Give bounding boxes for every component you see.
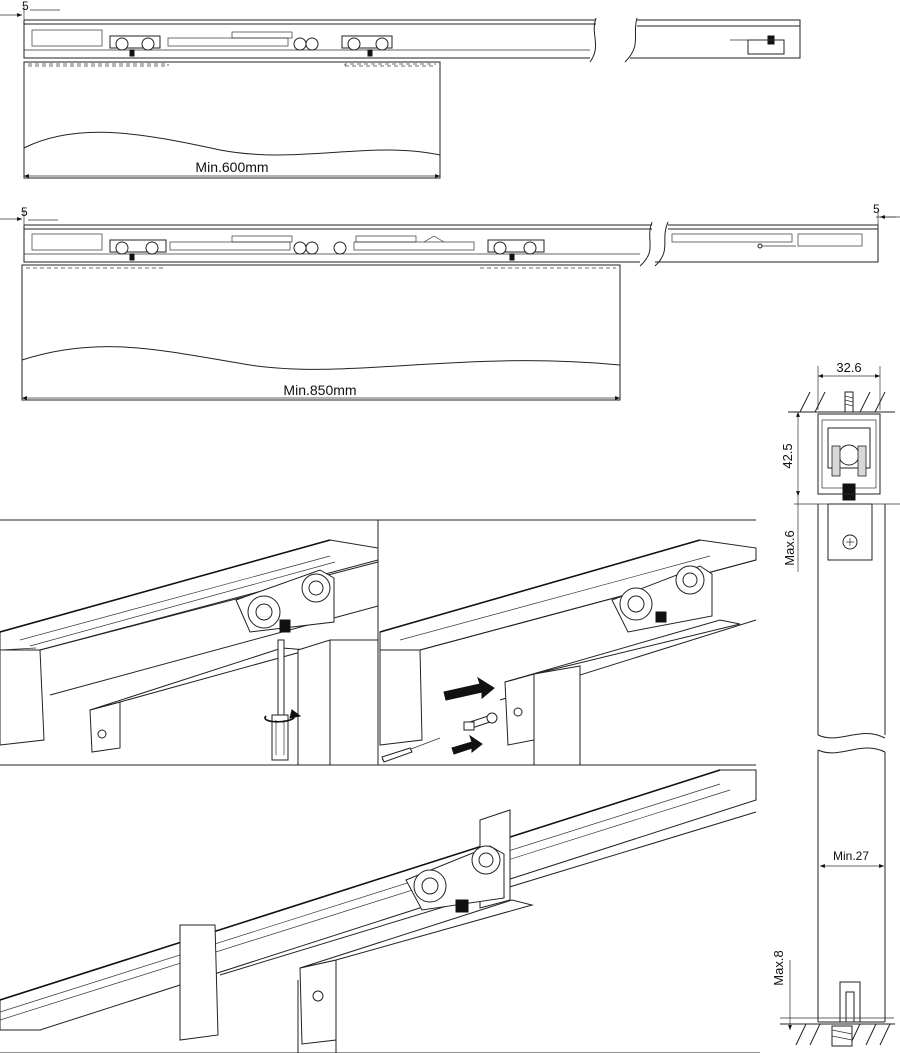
section-height-label: 42.5 <box>780 443 795 468</box>
section-gap-bottom-label: Max.8 <box>771 950 786 985</box>
screw-plug-icon <box>463 721 475 731</box>
middle-diagram: 5 5 <box>0 202 900 401</box>
middle-offset-right-label: 5 <box>873 202 880 216</box>
end-stop <box>747 39 785 55</box>
step-2-mount <box>379 539 757 766</box>
step-1-adjust <box>0 539 379 766</box>
middle-min-width-label: Min.850mm <box>283 382 356 398</box>
rotate-arrow-icon <box>264 709 302 723</box>
middle-offset-left-label: 5 <box>21 205 28 219</box>
section-gap-top-label: Max.6 <box>782 530 797 565</box>
top-min-width-label: Min.600mm <box>195 159 268 175</box>
section-door-thickness-label: Min.27 <box>833 849 869 863</box>
section-width-label: 32.6 <box>836 360 861 375</box>
push-arrow-icon <box>443 676 495 755</box>
perspective-views <box>0 519 760 1053</box>
screwdriver-icon <box>271 639 289 761</box>
step-3-assembled <box>0 769 757 1053</box>
top-offset-label: 5 <box>22 0 29 13</box>
section-view: 32.6 42.5 Max.6 <box>771 360 900 1047</box>
top-diagram: 5 Min.600mm <box>0 0 801 179</box>
